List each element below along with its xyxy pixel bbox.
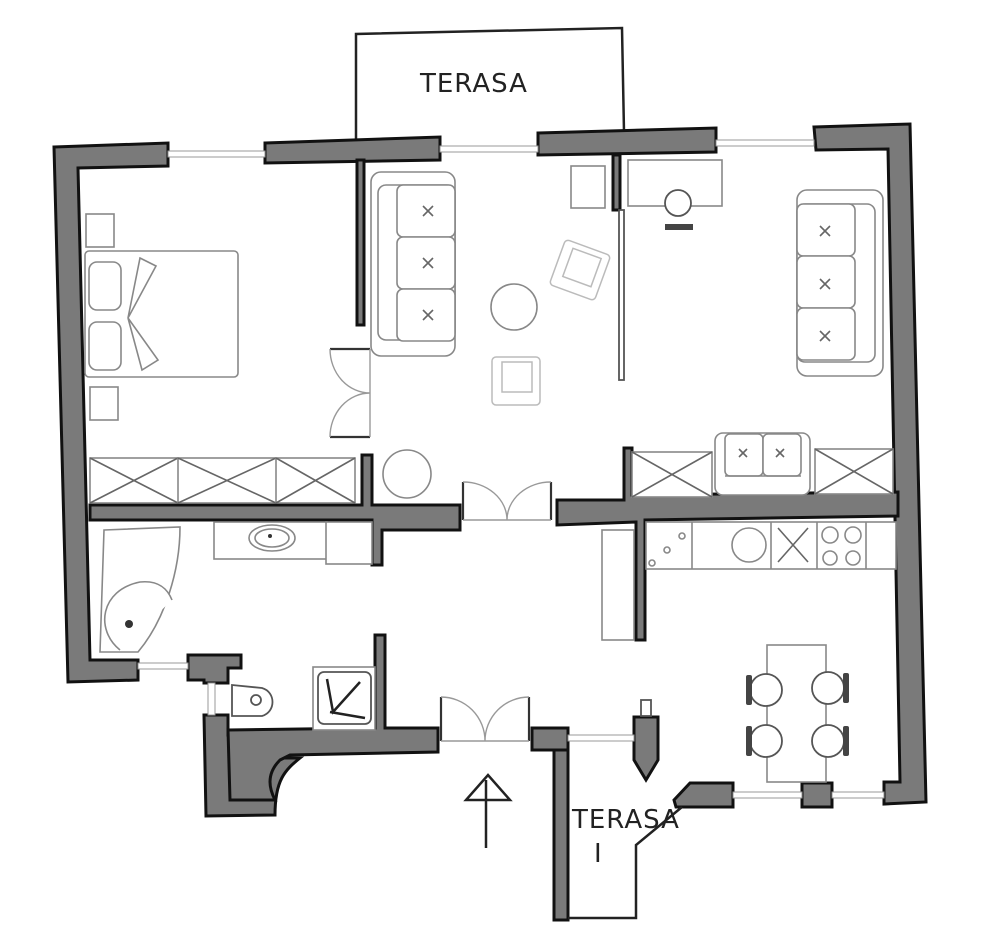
- corner-bathtub: [99, 526, 181, 653]
- shower: [312, 666, 376, 731]
- cabinet-left: [631, 451, 713, 498]
- window-bedroom: [167, 150, 266, 158]
- window-dining-1: [732, 791, 803, 799]
- three-seat-sofa-living: [370, 171, 456, 357]
- hob: [821, 526, 862, 566]
- wall-bath-stub: [186, 653, 243, 685]
- entrance-door[interactable]: [439, 696, 531, 742]
- bathroom: [99, 521, 376, 731]
- glass-partition: [618, 209, 625, 381]
- bedroom-door[interactable]: [329, 347, 371, 439]
- wall-terrace-side: [552, 748, 570, 922]
- kitchen-dining: [601, 521, 897, 783]
- blanket-fold: [127, 317, 160, 372]
- counter-side: [601, 529, 635, 641]
- entrance-arrow-icon: [463, 773, 513, 848]
- wall-top-mid-left: [263, 135, 442, 165]
- desk-chair: [664, 189, 693, 230]
- window-bathroom: [137, 662, 189, 670]
- windows: [137, 139, 885, 799]
- column-cap: [640, 699, 652, 717]
- tap: [777, 527, 809, 563]
- pillow: [88, 321, 122, 371]
- study-lounge: [627, 159, 894, 498]
- round-coffee-table: [490, 283, 538, 331]
- terrace-top: TERASA: [354, 26, 626, 140]
- window-wc: [207, 682, 216, 716]
- wall-entrance-right: [530, 726, 570, 752]
- entrance: [439, 696, 531, 848]
- terrace-bottom-label: TERASA: [571, 805, 680, 835]
- living-door[interactable]: [461, 481, 553, 521]
- double-bed: [84, 250, 239, 378]
- window-terrace: [567, 734, 635, 742]
- column-pointed: [632, 715, 660, 783]
- window-study: [715, 139, 815, 147]
- pillow: [88, 261, 122, 311]
- wall-mid-left: [88, 453, 462, 567]
- nightstand-top: [85, 213, 115, 248]
- wall-right: [812, 122, 928, 806]
- cabinet-right: [814, 448, 894, 495]
- dining-chair: [811, 671, 849, 705]
- living-room: [370, 165, 611, 521]
- nightstand-bottom: [89, 386, 119, 421]
- walls: [52, 122, 928, 922]
- toilet: [231, 684, 274, 717]
- terrace-bottom-number: I: [594, 839, 603, 869]
- bedroom: [84, 213, 371, 504]
- wall-partition-bedroom: [355, 158, 366, 327]
- three-seat-sofa-study: [796, 189, 884, 377]
- armchair-rotated: [549, 239, 611, 301]
- dining-chair: [746, 673, 783, 707]
- two-seat-sofa: [714, 432, 811, 496]
- wall-bottom-angled: [672, 781, 735, 809]
- wall-top-mid-right: [536, 126, 718, 157]
- column-square: [800, 781, 834, 809]
- terrace-bottom: TERASA I: [568, 805, 683, 920]
- wall-lower: [226, 633, 440, 802]
- side-table: [570, 165, 606, 209]
- kitchen-counter: [645, 521, 897, 570]
- dining-chair: [746, 724, 783, 758]
- terrace-top-label: TERASA: [419, 69, 528, 99]
- window-living: [439, 145, 539, 153]
- wardrobe: [89, 457, 356, 504]
- round-side-table: [382, 449, 432, 499]
- wall-partition-study-upper: [611, 153, 622, 212]
- armchair-lower: [491, 356, 541, 406]
- dining-chair: [811, 724, 849, 758]
- dining-table: [766, 644, 827, 783]
- washbasin-counter: [213, 521, 373, 565]
- window-dining-2: [831, 791, 885, 799]
- blanket-fold: [127, 256, 158, 319]
- sink: [731, 527, 767, 563]
